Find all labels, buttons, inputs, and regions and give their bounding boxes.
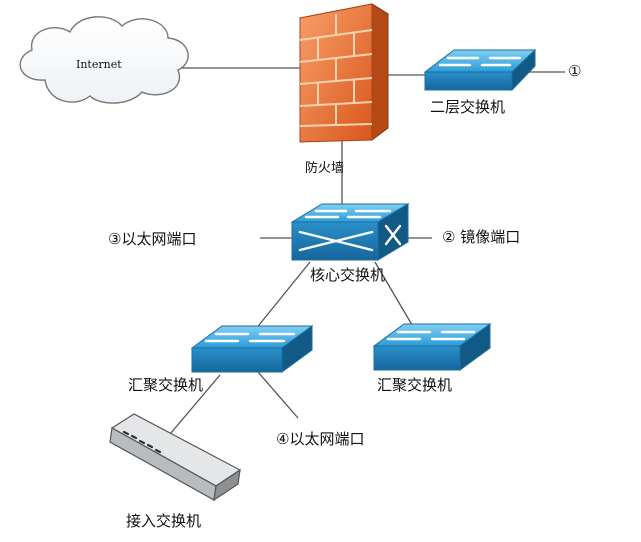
connection-lines <box>164 67 565 441</box>
l2-switch-label: 二层交换机 <box>430 98 506 116</box>
agg-switch-right-icon <box>372 323 492 371</box>
eth-port-3-label: ③以太网端口 <box>108 230 197 248</box>
l2-marker-label: ① <box>568 62 582 80</box>
mirror-port-label: ② 镜像端口 <box>442 228 521 246</box>
agg-switch-left-icon <box>190 325 314 373</box>
access-switch-label: 接入交换机 <box>126 512 202 530</box>
link-agg-access <box>164 374 221 441</box>
link-port4 <box>257 371 299 419</box>
link-core-agg-left <box>254 261 311 331</box>
eth-port-4-label: ④以太网端口 <box>276 430 365 448</box>
access-switch-icon <box>109 413 242 502</box>
core-switch-icon <box>290 203 410 261</box>
internet-label: Internet <box>76 58 122 71</box>
l2-switch-icon <box>423 48 537 92</box>
firewall-icon <box>298 3 390 143</box>
agg-left-label: 汇聚交换机 <box>128 376 204 394</box>
agg-right-label: 汇聚交换机 <box>377 376 453 394</box>
internet-cloud-icon <box>19 16 189 104</box>
firewall-label: 防火墙 <box>305 161 345 176</box>
core-switch-label: 核心交换机 <box>310 266 386 284</box>
link-core-agg-right <box>374 261 416 331</box>
